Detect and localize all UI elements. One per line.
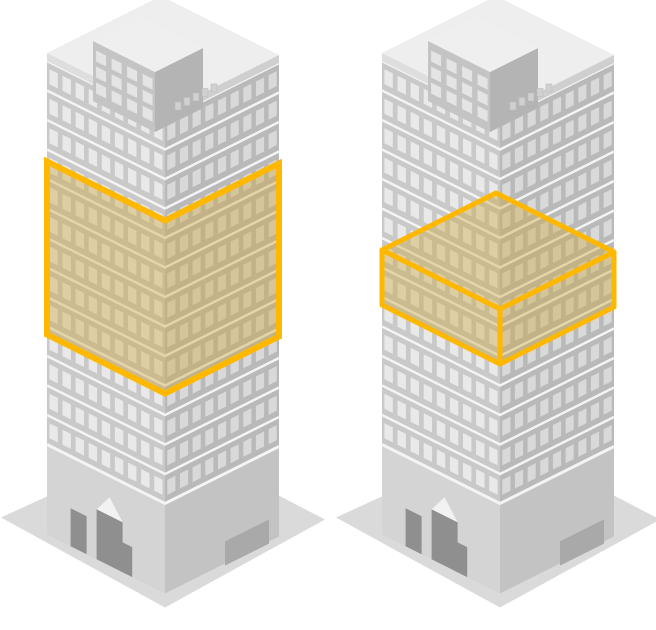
roof-vent bbox=[537, 89, 543, 97]
roof-vent bbox=[546, 84, 552, 92]
roof-vent bbox=[202, 89, 208, 97]
door bbox=[455, 541, 467, 577]
roof-vent bbox=[184, 98, 190, 106]
roof-vent bbox=[519, 98, 525, 106]
building-left bbox=[1, 0, 325, 608]
door bbox=[71, 508, 87, 554]
door bbox=[120, 541, 132, 577]
roof-vent bbox=[510, 102, 516, 110]
roof-vent bbox=[528, 93, 534, 101]
roof-vent bbox=[175, 102, 181, 110]
door bbox=[406, 508, 422, 554]
building-right bbox=[336, 0, 656, 608]
roof-vent bbox=[211, 84, 217, 92]
roof-vent bbox=[193, 93, 199, 101]
